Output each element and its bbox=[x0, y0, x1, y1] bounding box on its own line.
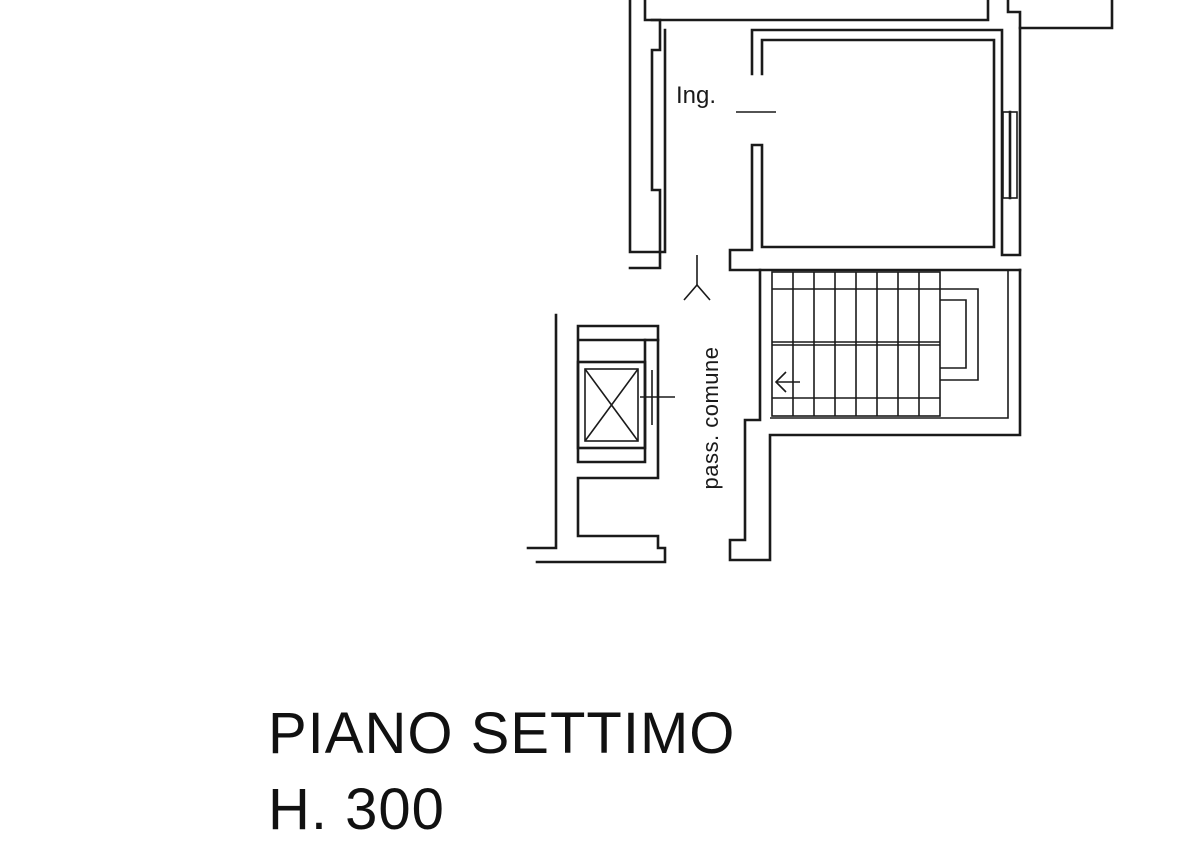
floor-height: H. 300 bbox=[268, 777, 445, 842]
chevron-up-arrow-icon bbox=[683, 255, 711, 301]
floor-title: PIANO SETTIMO bbox=[268, 701, 736, 766]
window bbox=[1002, 110, 1018, 200]
entrance-label: Ing. bbox=[676, 82, 717, 109]
floor-plan-drawing bbox=[526, 0, 1114, 564]
top-room-walls bbox=[650, 0, 1114, 30]
stair-treads bbox=[771, 271, 979, 417]
common-passage-label: pass. comune bbox=[698, 346, 723, 490]
left-arrow-icon bbox=[774, 371, 800, 393]
stairwell-walls bbox=[728, 268, 1022, 562]
entry-room-walls bbox=[728, 26, 1022, 272]
corridor-left-wall bbox=[628, 0, 667, 270]
elevator-cross-icon bbox=[576, 360, 675, 450]
